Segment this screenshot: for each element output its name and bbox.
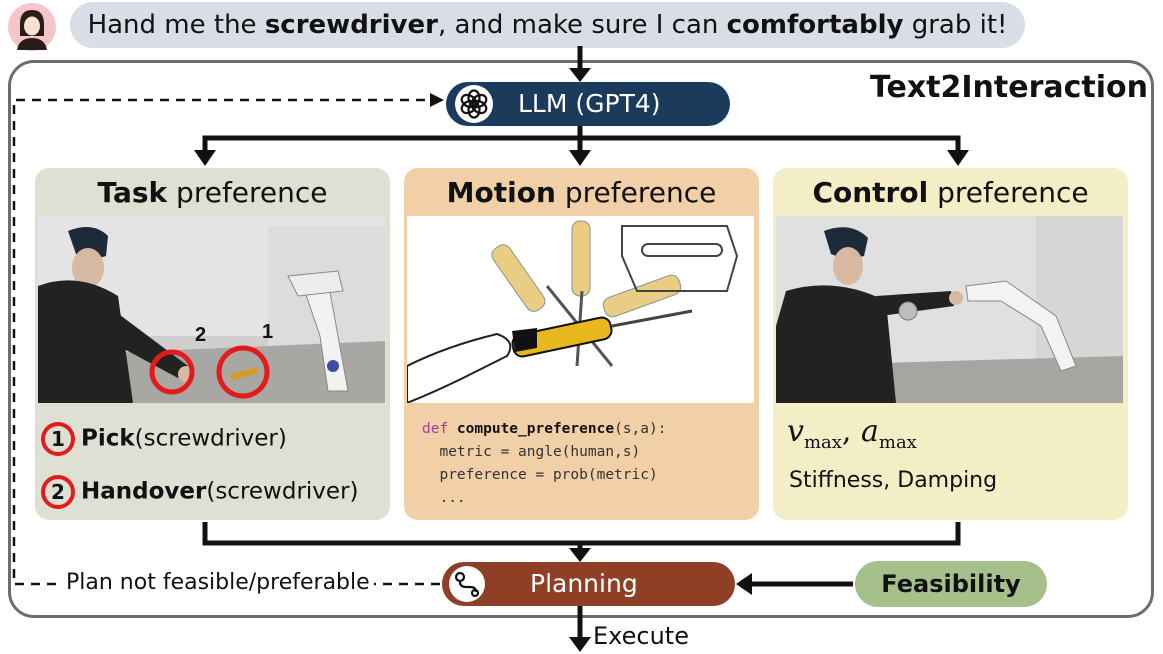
merge-line xyxy=(202,522,961,546)
llm-node: LLM (GPT4) xyxy=(446,82,730,126)
openai-icon xyxy=(455,85,493,123)
planning-node: Planning xyxy=(442,562,735,606)
route-icon xyxy=(449,566,485,602)
replan-feedback-line xyxy=(12,98,440,586)
prompt-emphasis-adverb: comfortably xyxy=(726,10,904,40)
marker-label-1: 1 xyxy=(262,321,273,343)
llm-label: LLM (GPT4) xyxy=(518,89,661,118)
grasp-marker-2 xyxy=(149,349,195,395)
panel-title: Motion preference xyxy=(446,176,717,209)
prompt-emphasis-object: screwdriver xyxy=(264,10,438,40)
user-prompt-bubble: Hand me the screwdriver, and make sure I… xyxy=(70,2,1025,48)
prompt-text: Hand me the xyxy=(87,10,265,40)
preference-code-block: def compute_preference(s,a): metric = an… xyxy=(422,421,667,506)
replan-condition-label: Plan not feasible/preferable xyxy=(62,570,374,595)
grasp-marker-1 xyxy=(216,345,270,399)
planning-label: Planning xyxy=(530,569,638,598)
control-preference-panel: Control preference vmax, amax Stiffness,… xyxy=(773,168,1128,520)
feasibility-node: Feasibility xyxy=(855,561,1047,607)
marker-label-2: 2 xyxy=(195,324,206,346)
motion-illustration xyxy=(407,216,754,403)
prompt-text: grab it! xyxy=(903,10,1008,40)
panel-title: Task preference xyxy=(97,176,328,209)
execute-label: Execute xyxy=(593,622,689,650)
velocity-acceleration-limits: vmax, amax xyxy=(787,414,917,453)
user-avatar-icon xyxy=(7,2,57,52)
control-photo xyxy=(776,216,1123,403)
task-photo: 2 1 xyxy=(38,216,385,403)
prompt-text: , and make sure I can xyxy=(437,10,727,40)
impedance-parameters: Stiffness, Damping xyxy=(789,468,998,493)
framework-title: Text2Interaction xyxy=(870,70,1149,105)
panel-title: Control preference xyxy=(812,176,1089,209)
motion-preference-panel: Motion preference def compute_preference… xyxy=(404,168,759,520)
